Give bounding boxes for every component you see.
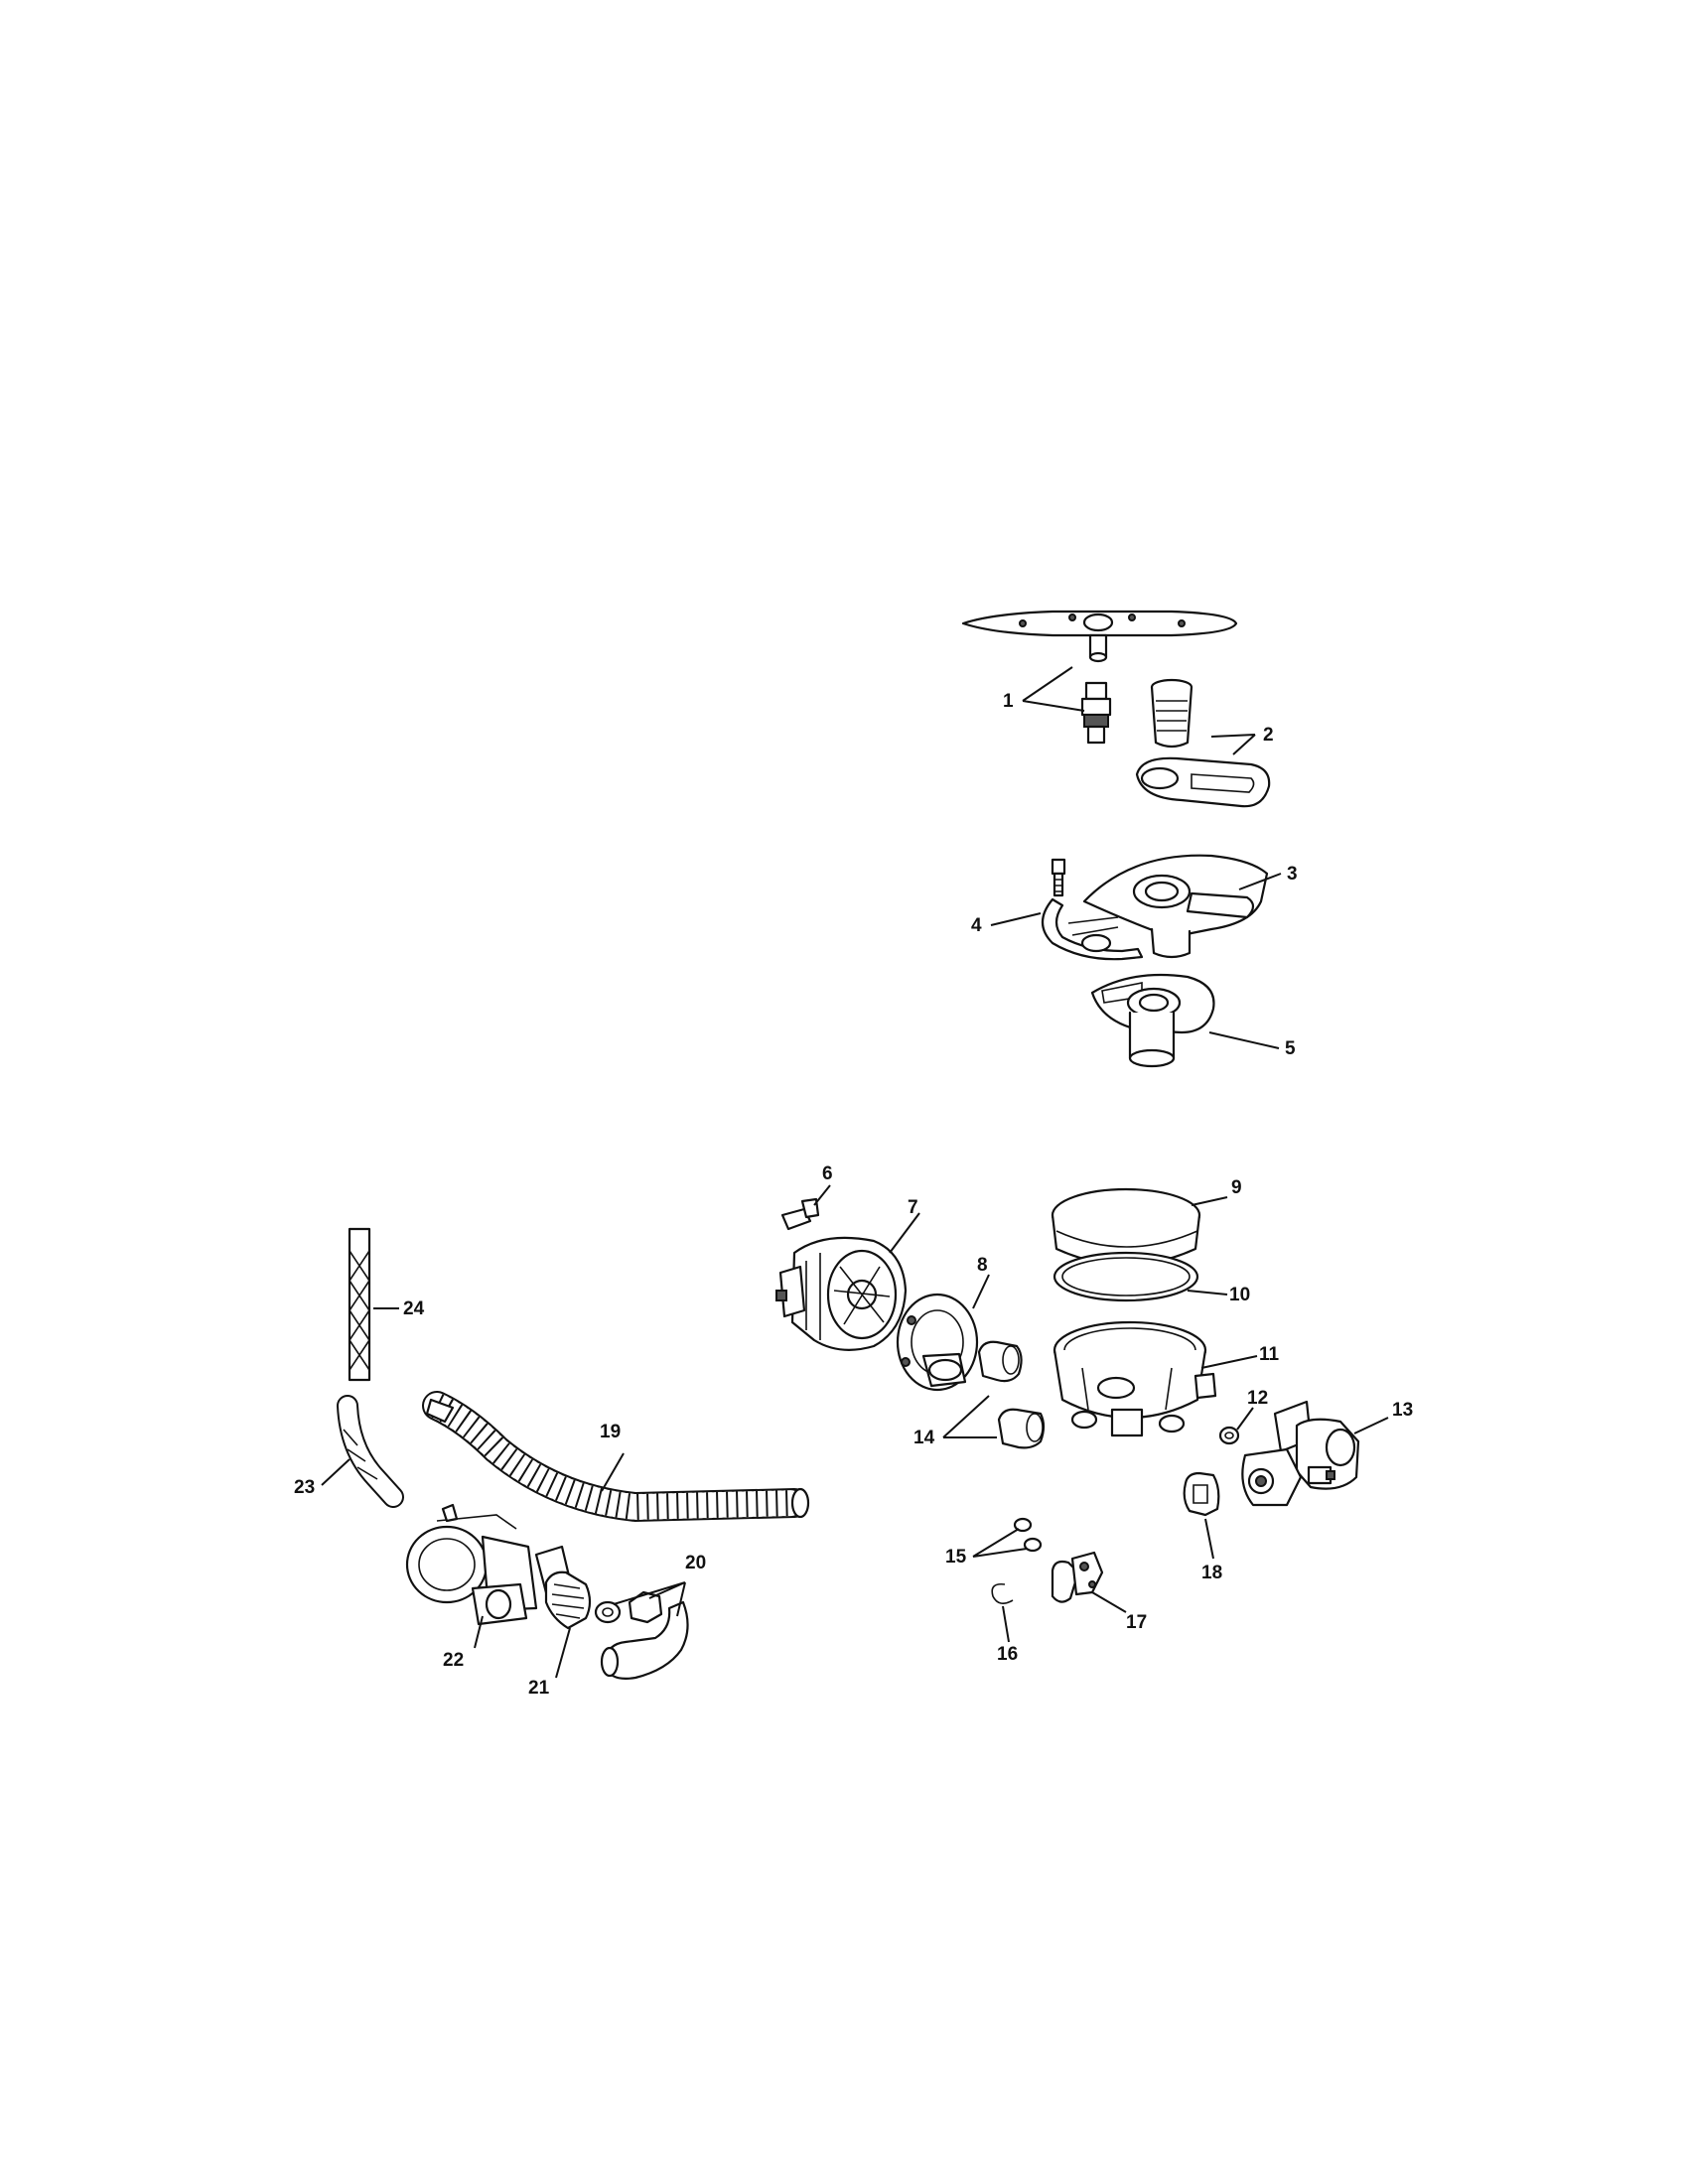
part-21-pump-outlet: [534, 1545, 592, 1630]
part-3-cover: [1082, 854, 1269, 959]
callout-2: 2: [1263, 725, 1274, 746]
callout-23: 23: [294, 1477, 315, 1498]
callout-20: 20: [685, 1553, 706, 1573]
callout-19: 19: [600, 1422, 621, 1442]
part-8-pump-housing: [896, 1293, 979, 1392]
callout-14: 14: [913, 1428, 935, 1448]
callout-13: 13: [1392, 1400, 1413, 1421]
part-12-o-ring: [1218, 1426, 1240, 1445]
part-20-elbow-set: [594, 1590, 689, 1680]
part-2-filter-assembly: [1135, 678, 1271, 808]
part-23-elbow-hose: [337, 1395, 404, 1508]
part-5-filter-basin: [1090, 973, 1215, 1068]
callout-6: 6: [822, 1163, 833, 1184]
part-13-valve: [1241, 1400, 1360, 1507]
part-22-drain-pump: [405, 1503, 538, 1626]
part-19-drain-hose: [422, 1391, 810, 1523]
part-6-fitting: [780, 1197, 820, 1231]
callout-3: 3: [1287, 864, 1298, 885]
part-11-sump: [1052, 1320, 1217, 1437]
callout-24: 24: [403, 1298, 425, 1319]
leader-lines: [321, 666, 1389, 1679]
callout-17: 17: [1126, 1612, 1147, 1633]
callout-15: 15: [945, 1547, 967, 1568]
part-15-washers: [1013, 1517, 1043, 1553]
part-4-plate-and-screw: [1041, 858, 1144, 961]
part-17-elbow-fitting: [1051, 1551, 1104, 1603]
part-9-gasket: [1051, 1187, 1201, 1267]
callout-1: 1: [1003, 691, 1014, 712]
callout-12: 12: [1247, 1388, 1268, 1409]
callout-11: 11: [1259, 1344, 1280, 1365]
callout-22: 22: [443, 1650, 464, 1671]
part-16-clip: [991, 1582, 1014, 1604]
part-18-bracket: [1183, 1471, 1220, 1517]
callout-labels: 1 2 3 4 5 6 7 8 9 10 11 12 13 14 15 16 1…: [294, 691, 1413, 1699]
callout-8: 8: [977, 1255, 988, 1276]
callout-16: 16: [997, 1644, 1018, 1665]
callout-7: 7: [908, 1197, 918, 1218]
part-7-motor: [775, 1236, 908, 1351]
callout-5: 5: [1285, 1038, 1296, 1059]
callout-4: 4: [971, 915, 982, 936]
part-24-hose: [348, 1227, 371, 1382]
callout-18: 18: [1201, 1563, 1222, 1583]
callout-10: 10: [1229, 1285, 1250, 1305]
part-10-gasket: [1052, 1251, 1199, 1302]
callout-21: 21: [528, 1678, 550, 1699]
part-14-sleeves: [977, 1340, 1046, 1449]
part-1-spray-arm: [961, 610, 1238, 745]
callout-9: 9: [1231, 1177, 1242, 1198]
